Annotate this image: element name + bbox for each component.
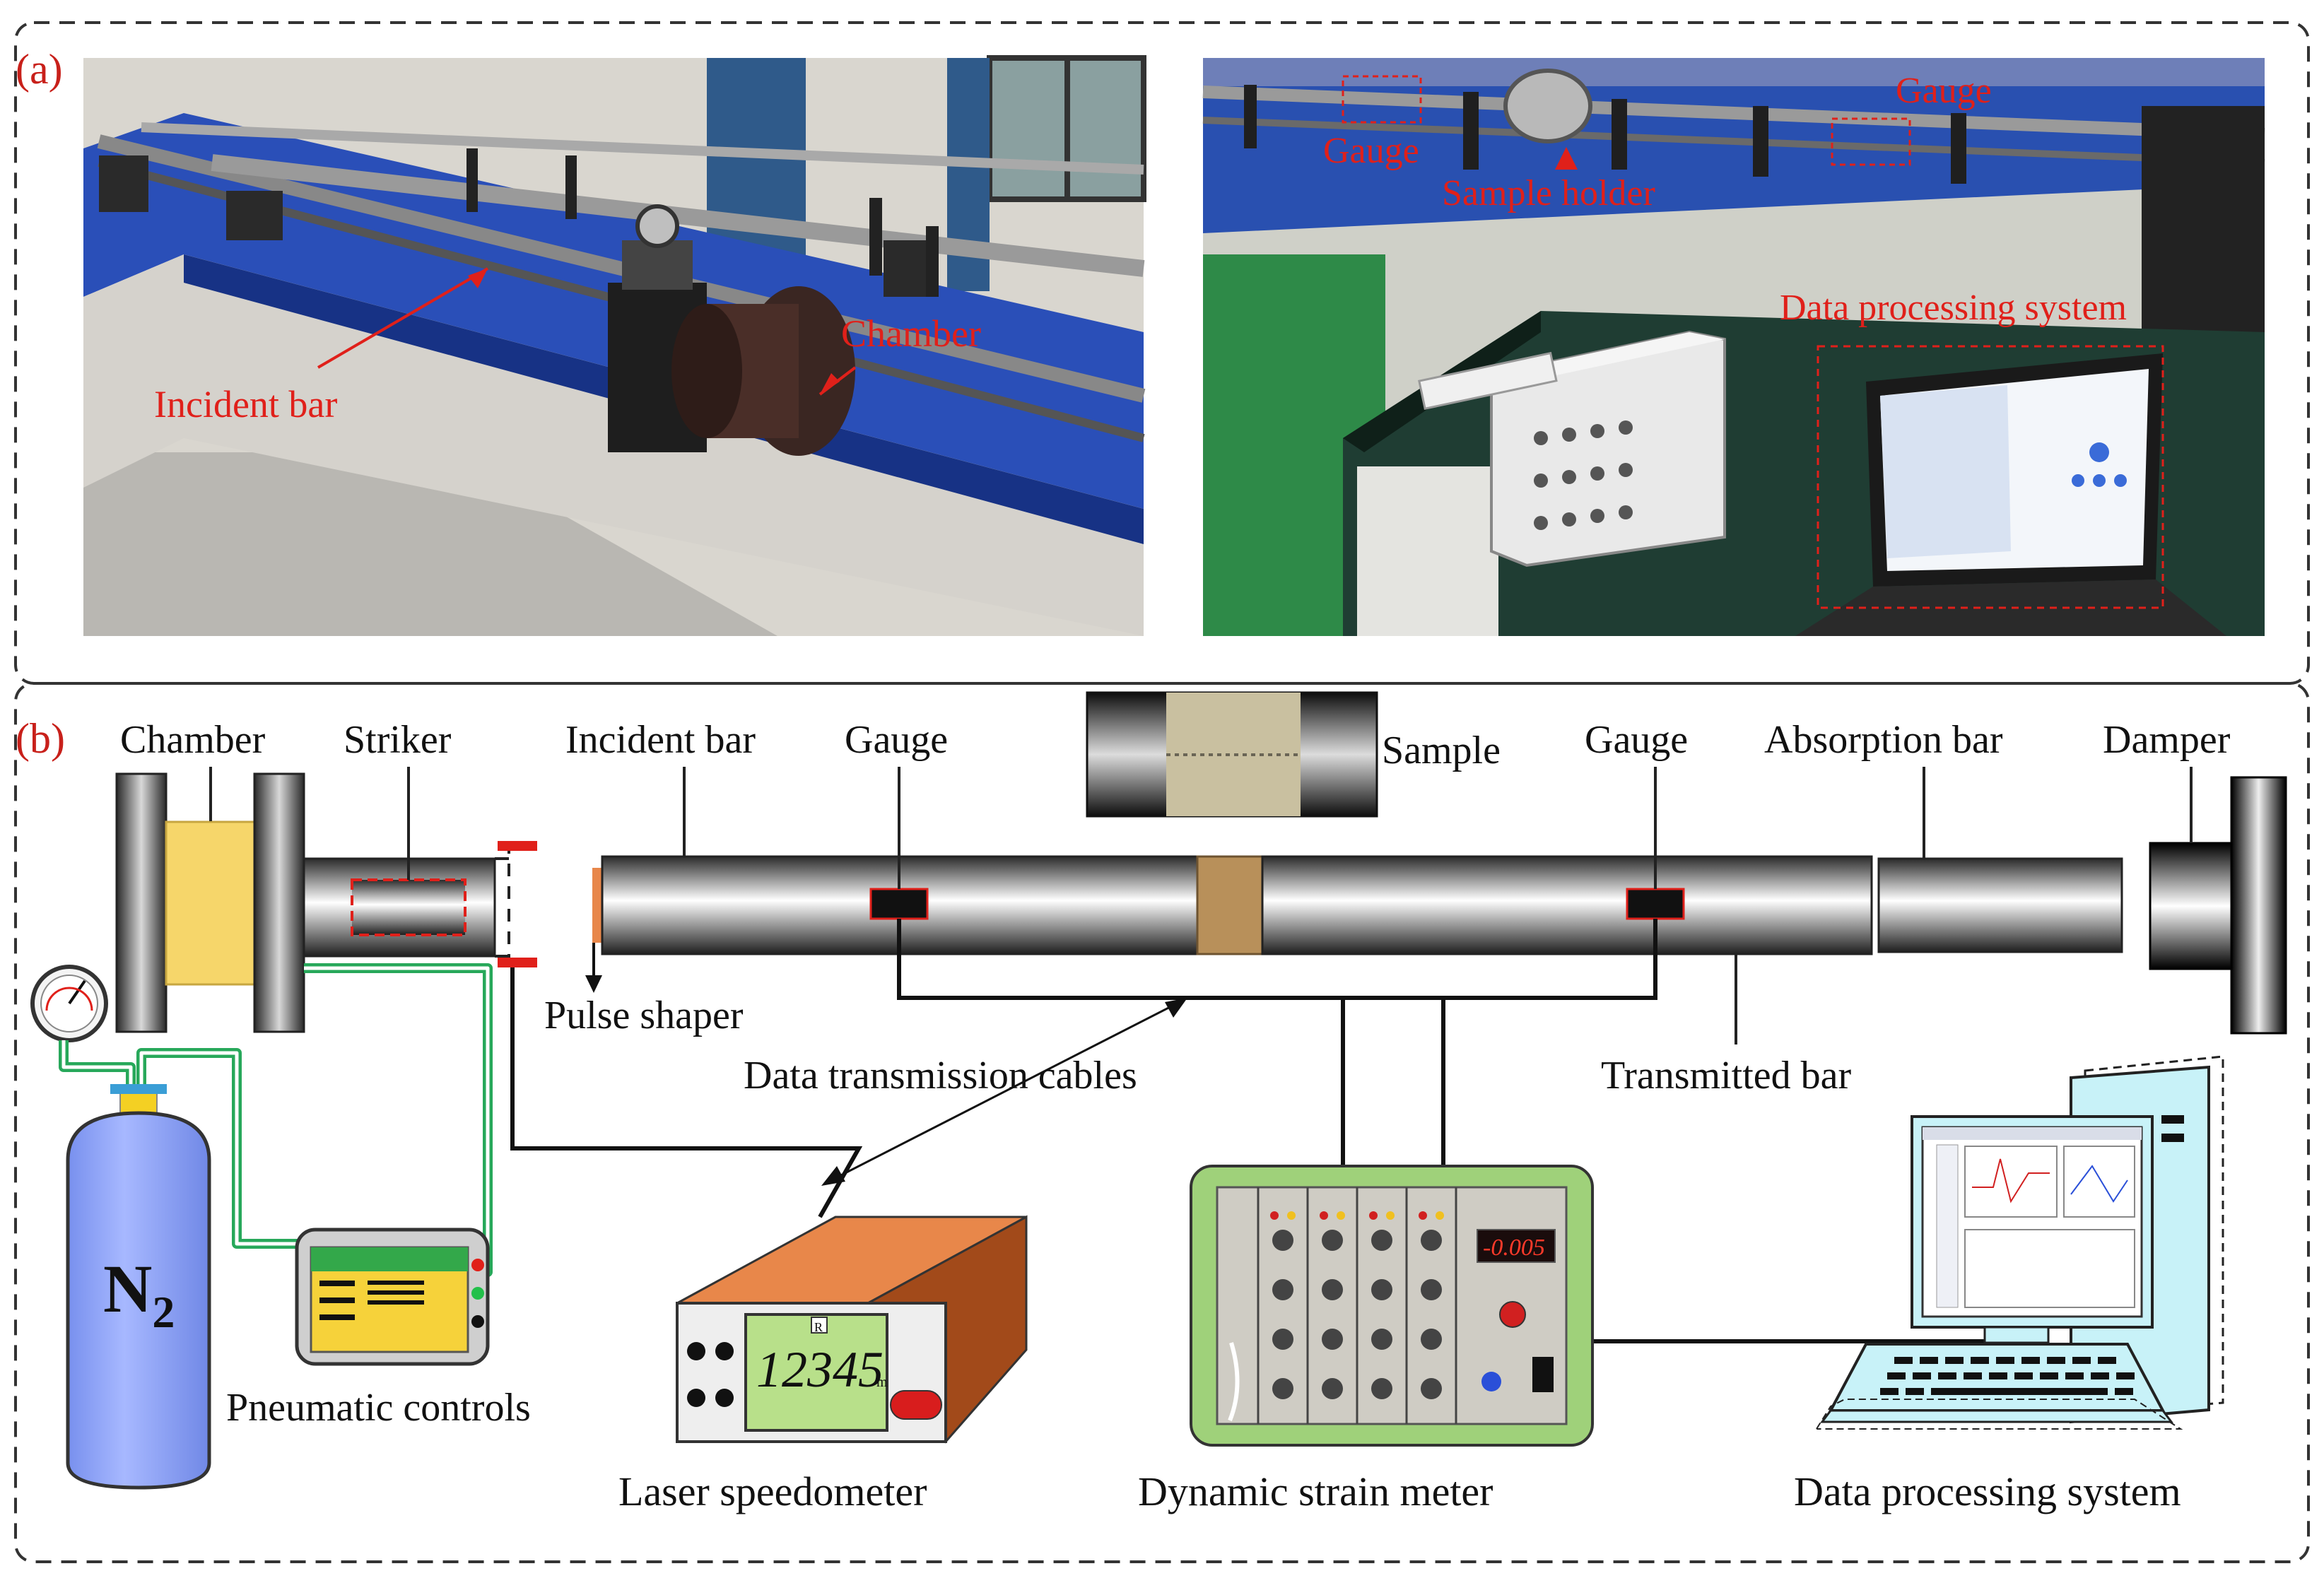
striker bbox=[351, 878, 466, 936]
pneumatic-label: Pneumatic controls bbox=[226, 1386, 531, 1430]
nitrogen-bottle: N2 bbox=[66, 1084, 211, 1490]
gauge-left-label: Gauge bbox=[845, 718, 948, 762]
pulse-shaper bbox=[592, 868, 602, 943]
laser-label: Laser speedometer bbox=[618, 1469, 927, 1514]
panel-a-frame bbox=[14, 21, 2310, 685]
laser-speedometer: R 12345 m bbox=[676, 1215, 1028, 1444]
transmitted-bar-label: Transmitted bar bbox=[1601, 1054, 1851, 1097]
absorption-bar bbox=[1877, 857, 2123, 953]
transmitted-bar bbox=[1261, 855, 1873, 955]
pulse-shaper-label: Pulse shaper bbox=[544, 994, 744, 1037]
gauge-right-label: Gauge bbox=[1585, 718, 1688, 762]
lab-photo-left: Incident bar Chamber bbox=[83, 55, 1146, 636]
panel-b-frame bbox=[14, 682, 2310, 1563]
sample-label: Sample bbox=[1382, 729, 1501, 772]
chamber bbox=[115, 767, 305, 1033]
data-processing-system bbox=[1816, 1055, 2224, 1430]
data-cables-label: Data transmission cables bbox=[744, 1054, 1137, 1097]
nitrogen-label: N2 bbox=[103, 1251, 175, 1337]
sample-photo-inset bbox=[1086, 691, 1378, 818]
data-processing-highlight bbox=[1817, 345, 2164, 609]
strain-display: -0.005 bbox=[1483, 1235, 1545, 1261]
lab-photo-right: Gauge Sample holder Gauge Data processin… bbox=[1202, 58, 2265, 636]
dynamic-strain-meter: -0.005 bbox=[1190, 1165, 1594, 1447]
gauge-right-highlight bbox=[1831, 117, 1911, 166]
gauge-right-photo-label: Gauge bbox=[1896, 71, 1992, 111]
gauge-left bbox=[869, 888, 929, 920]
panel-a-tag: (a) bbox=[16, 46, 63, 93]
data-processing-photo-label: Data processing system bbox=[1780, 288, 2127, 328]
gauge-left-highlight bbox=[1342, 75, 1422, 124]
incident-bar-label: Incident bar bbox=[565, 718, 756, 762]
sample-holder-photo-label: Sample holder bbox=[1442, 173, 1655, 213]
striker-label: Striker bbox=[344, 718, 452, 762]
damper-label: Damper bbox=[2103, 718, 2231, 762]
chamber-photo-label: Chamber bbox=[841, 312, 981, 355]
gun-barrel bbox=[303, 767, 537, 968]
chamber-label: Chamber bbox=[120, 718, 266, 762]
data-system-label: Data processing system bbox=[1794, 1469, 2181, 1514]
incident-bar-photo-label: Incident bar bbox=[154, 383, 337, 425]
data-cables bbox=[510, 919, 2036, 1343]
gauge-left-photo-label: Gauge bbox=[1323, 131, 1419, 171]
incident-bar-arrow bbox=[317, 267, 489, 369]
laser-badge: R bbox=[814, 1320, 823, 1334]
panel-b-tag: (b) bbox=[16, 715, 65, 762]
pressure-gauge-icon bbox=[30, 965, 108, 1042]
cables-pointer bbox=[833, 1002, 1178, 1180]
laser-unit: m bbox=[876, 1375, 888, 1390]
absorption-bar-label: Absorption bar bbox=[1764, 718, 2003, 762]
pneumatic-controls bbox=[295, 1228, 490, 1366]
strain-meter-label: Dynamic strain meter bbox=[1138, 1469, 1493, 1514]
damper bbox=[2149, 767, 2287, 1035]
sample bbox=[1196, 855, 1264, 955]
gauge-right bbox=[1626, 888, 1685, 920]
laser-display: 12345 bbox=[756, 1341, 884, 1398]
